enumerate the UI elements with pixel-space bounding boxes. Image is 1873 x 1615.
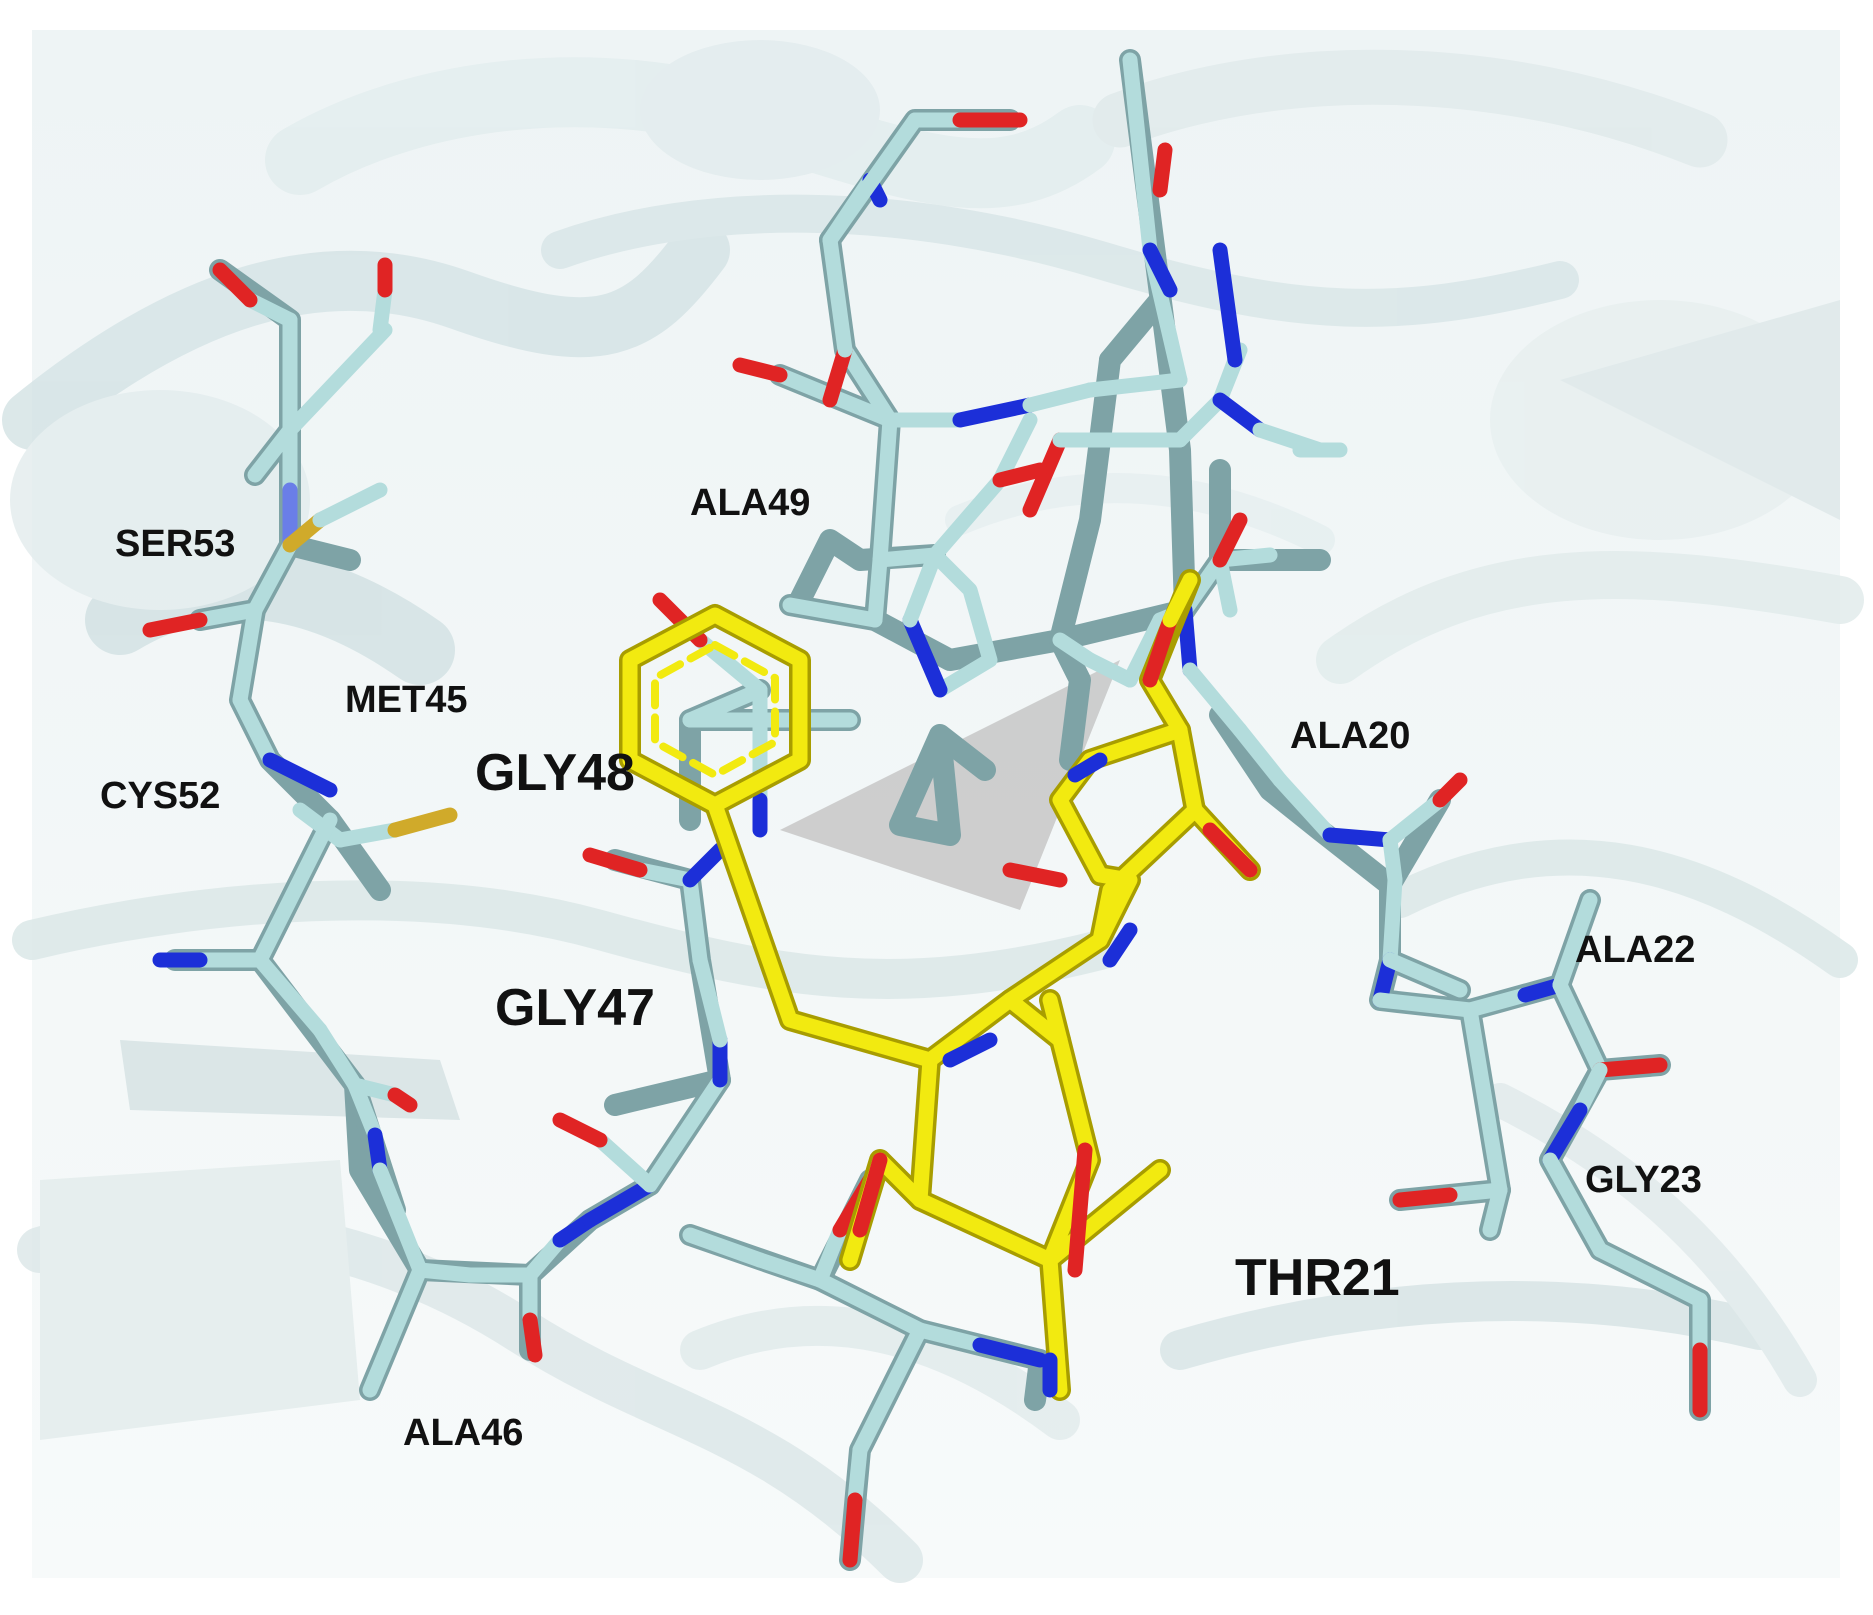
label-ala49: ALA49 [690, 482, 810, 524]
residue-labels: SER53 MET45 CYS52 GLY48 GLY47 ALA46 ALA4… [100, 482, 1702, 1454]
label-thr21: THR21 [1235, 1249, 1400, 1307]
ligand-sticks [619, 569, 1261, 1401]
label-gly48: GLY48 [475, 744, 635, 802]
label-gly47: GLY47 [495, 979, 655, 1037]
label-gly23: GLY23 [1585, 1159, 1702, 1201]
label-met45: MET45 [345, 679, 467, 721]
protein-cartoon-background [2, 40, 1864, 1583]
label-cys52: CYS52 [100, 775, 220, 817]
label-ala46: ALA46 [403, 1412, 523, 1454]
label-ala22: ALA22 [1575, 929, 1695, 971]
residue-sticks [142, 49, 1711, 1571]
label-ser53: SER53 [115, 523, 235, 565]
label-ala20: ALA20 [1290, 715, 1410, 757]
